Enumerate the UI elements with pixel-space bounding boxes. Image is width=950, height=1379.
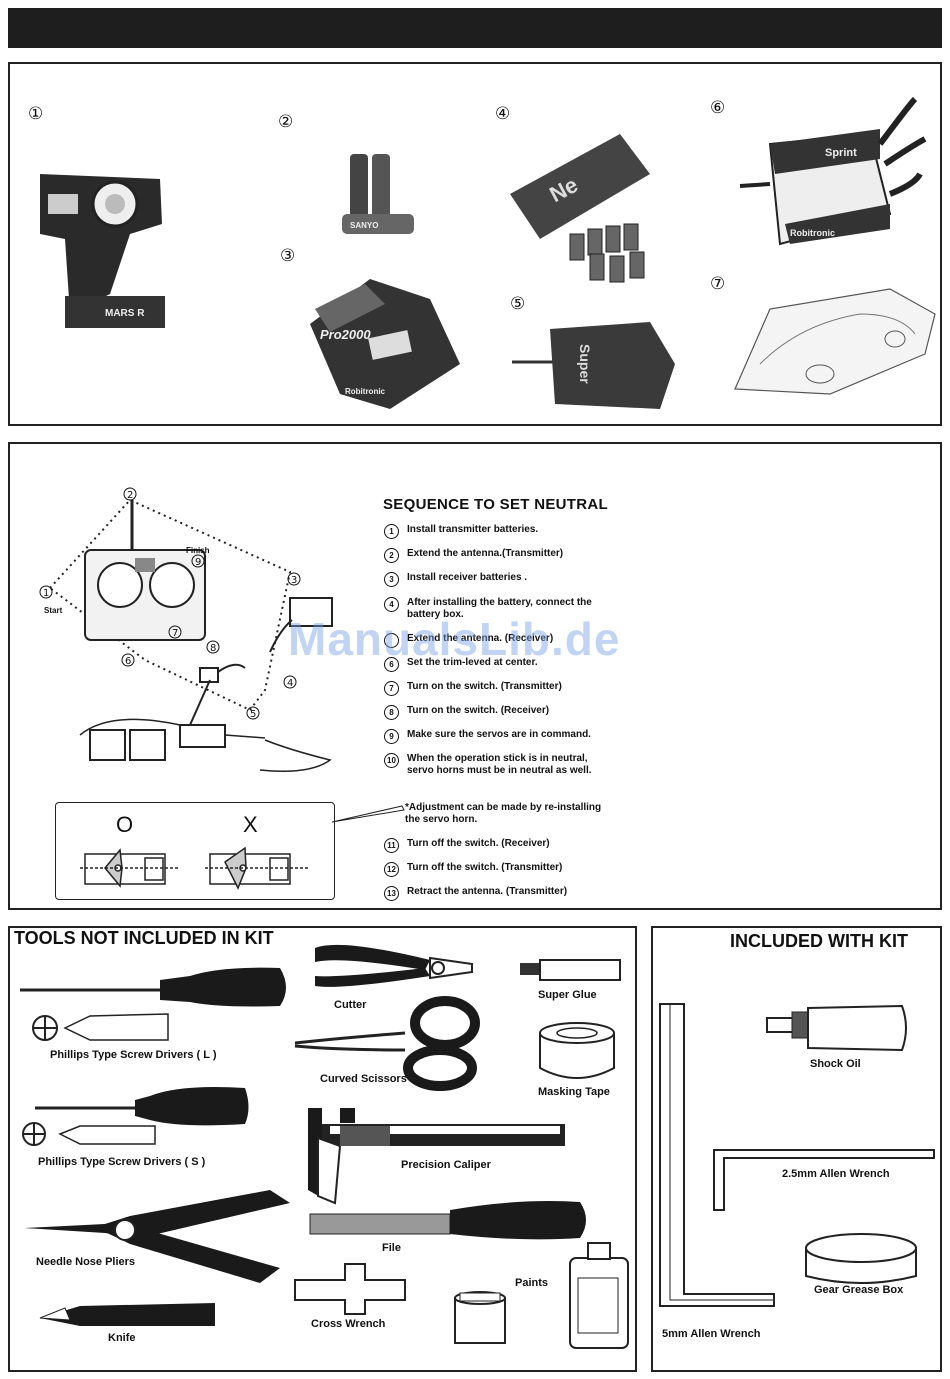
part-number-2: ②: [278, 112, 294, 132]
svg-text:6: 6: [125, 656, 131, 667]
svg-text:Pro2000: Pro2000: [320, 327, 371, 342]
svg-text:5: 5: [250, 709, 256, 720]
svg-text:8: 8: [210, 643, 216, 654]
part-number-3: ③: [280, 246, 296, 266]
svg-text:9: 9: [195, 557, 201, 568]
tools-illustrations: [20, 944, 629, 1349]
label-cross-wrench: Cross Wrench: [311, 1318, 386, 1330]
label-phillips-l: Phillips Type Screw Drivers ( L ): [50, 1049, 217, 1061]
label-super-glue: Super Glue: [538, 989, 597, 1001]
body-shell-illustration: [734, 288, 936, 395]
servo-horn-drawings: [80, 846, 310, 890]
neutral-title: SEQUENCE TO SET NEUTRAL: [383, 496, 608, 513]
watermark: ManualsLib.de: [288, 613, 621, 665]
label-knife: Knife: [108, 1332, 136, 1344]
svg-text:3: 3: [291, 575, 297, 586]
part-number-6: ⑥: [710, 98, 726, 118]
label-gear-grease: Gear Grease Box: [814, 1284, 904, 1296]
svg-text:Sprint: Sprint: [825, 147, 857, 159]
included-panel: [651, 926, 942, 1372]
neutral-diagram: 2 1 3 4 5 6 7 8 9: [39, 487, 333, 772]
label-caliper: Precision Caliper: [401, 1159, 491, 1171]
label-needle-nose: Needle Nose Pliers: [36, 1256, 136, 1268]
part-number-4: ④: [495, 104, 511, 124]
parts-panel: MARS R SANYO Pro2000 Robitronic Ne: [8, 62, 942, 426]
included-illustrations: [659, 1003, 935, 1307]
label-curved-scissors: Curved Scissors: [320, 1073, 407, 1085]
tools-panel: [8, 926, 637, 1372]
part-number-1: ①: [28, 104, 44, 124]
svg-text:1: 1: [43, 588, 49, 599]
motor-illustration: Super: [512, 322, 675, 409]
parts-illustrations: MARS R SANYO Pro2000 Robitronic Ne: [40, 96, 936, 409]
transmitter-illustration: MARS R: [40, 174, 165, 328]
servo-adjustment-box: [55, 802, 335, 900]
step-5: Extend the antenna. (Receiver): [384, 633, 624, 648]
diagram-finish-label: Finish: [186, 546, 210, 555]
diagram-start-label: Start: [44, 606, 63, 615]
correct-mark: O: [116, 812, 134, 837]
label-masking-tape: Masking Tape: [538, 1086, 610, 1098]
svg-text:Super: Super: [577, 344, 593, 384]
esc-illustration: Sprint Robitronic: [739, 96, 927, 246]
part-number-7: ⑦: [710, 274, 726, 294]
battery-pack-illustration: Ne: [510, 134, 650, 283]
wrong-mark: X: [243, 812, 258, 837]
svg-text:Robitronic: Robitronic: [345, 387, 386, 396]
label-shock-oil: Shock Oil: [810, 1058, 861, 1070]
label-paints: Paints: [515, 1277, 549, 1289]
charger-illustration: Pro2000 Robitronic: [310, 279, 460, 409]
svg-text:MARS R: MARS R: [105, 308, 145, 319]
svg-text:SANYO: SANYO: [350, 221, 378, 230]
svg-text:4: 4: [287, 678, 293, 689]
label-phillips-s: Phillips Type Screw Drivers ( S ): [38, 1156, 206, 1168]
label-cutter: Cutter: [334, 999, 367, 1011]
step-note: *Adjustment can be made by re-installing…: [405, 802, 602, 825]
label-file: File: [382, 1242, 401, 1254]
svg-text:2: 2: [127, 490, 133, 501]
svg-text:7: 7: [172, 628, 178, 639]
label-allen-25: 2.5mm Allen Wrench: [782, 1168, 890, 1180]
part-number-5: ⑤: [510, 294, 526, 314]
tools-heading: TOOLS NOT INCLUDED IN KIT: [14, 928, 274, 948]
servo-adjustment-pointer: [332, 805, 405, 823]
included-heading: INCLUDED WITH KIT: [730, 931, 908, 951]
label-allen-5: 5mm Allen Wrench: [662, 1328, 761, 1340]
neutral-panel: [8, 442, 942, 910]
batteries-illustration: SANYO: [342, 154, 414, 234]
header-bar: [8, 8, 942, 48]
svg-text:Robitronic: Robitronic: [790, 228, 835, 238]
